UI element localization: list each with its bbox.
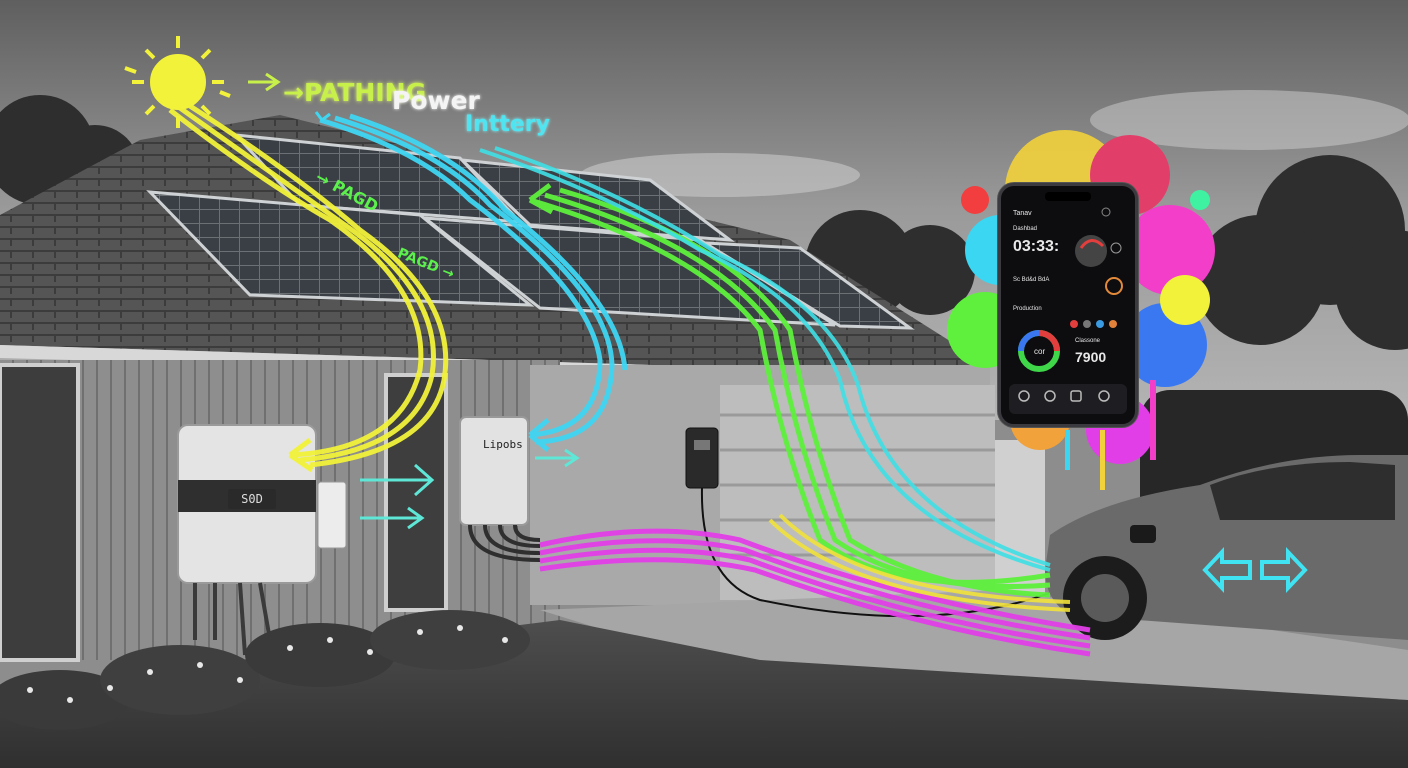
grid-flow bbox=[319, 113, 628, 452]
flower-bushes bbox=[0, 610, 530, 730]
trees bbox=[0, 95, 1408, 350]
app-stats-row: Sc Bd&d BdA bbox=[1013, 277, 1050, 283]
sun-icon bbox=[124, 36, 231, 128]
smartphone-energy-app: Tanav Dashbad 03:33: Sc Bd&d BdA Product… bbox=[998, 183, 1138, 427]
garage-door bbox=[720, 385, 995, 600]
power-label: Power bbox=[392, 86, 480, 115]
ev-flow bbox=[539, 528, 1091, 657]
yellow-to-car-flow bbox=[768, 513, 1071, 612]
driveway bbox=[540, 590, 1408, 700]
inverter-display: S0D bbox=[228, 489, 276, 509]
app-donut-label: cor bbox=[1034, 347, 1046, 356]
battery-brand-label: Lipobs bbox=[483, 438, 523, 451]
electric-car bbox=[1045, 455, 1408, 640]
solar-flow bbox=[168, 103, 449, 473]
phone-screen-graphics bbox=[1009, 192, 1127, 414]
disconnect-switch bbox=[317, 481, 347, 549]
app-value: 7900 bbox=[1075, 349, 1107, 365]
teal-flow bbox=[479, 146, 1051, 572]
app-big-readout: 03:33: bbox=[1013, 238, 1060, 255]
solar-label: →PATHING bbox=[283, 78, 427, 107]
home-battery-unit bbox=[459, 416, 541, 562]
app-dashboard-label: Dashbad bbox=[1013, 226, 1038, 232]
app-header: Tanav bbox=[1013, 210, 1032, 217]
wall-arrows bbox=[360, 448, 580, 530]
app-production-label: Production bbox=[1013, 306, 1042, 312]
app-secondary-label: Classone bbox=[1075, 338, 1101, 344]
paint-splash bbox=[947, 130, 1215, 490]
window-left bbox=[0, 363, 80, 662]
battery-flow-label: Inttery bbox=[465, 112, 550, 137]
